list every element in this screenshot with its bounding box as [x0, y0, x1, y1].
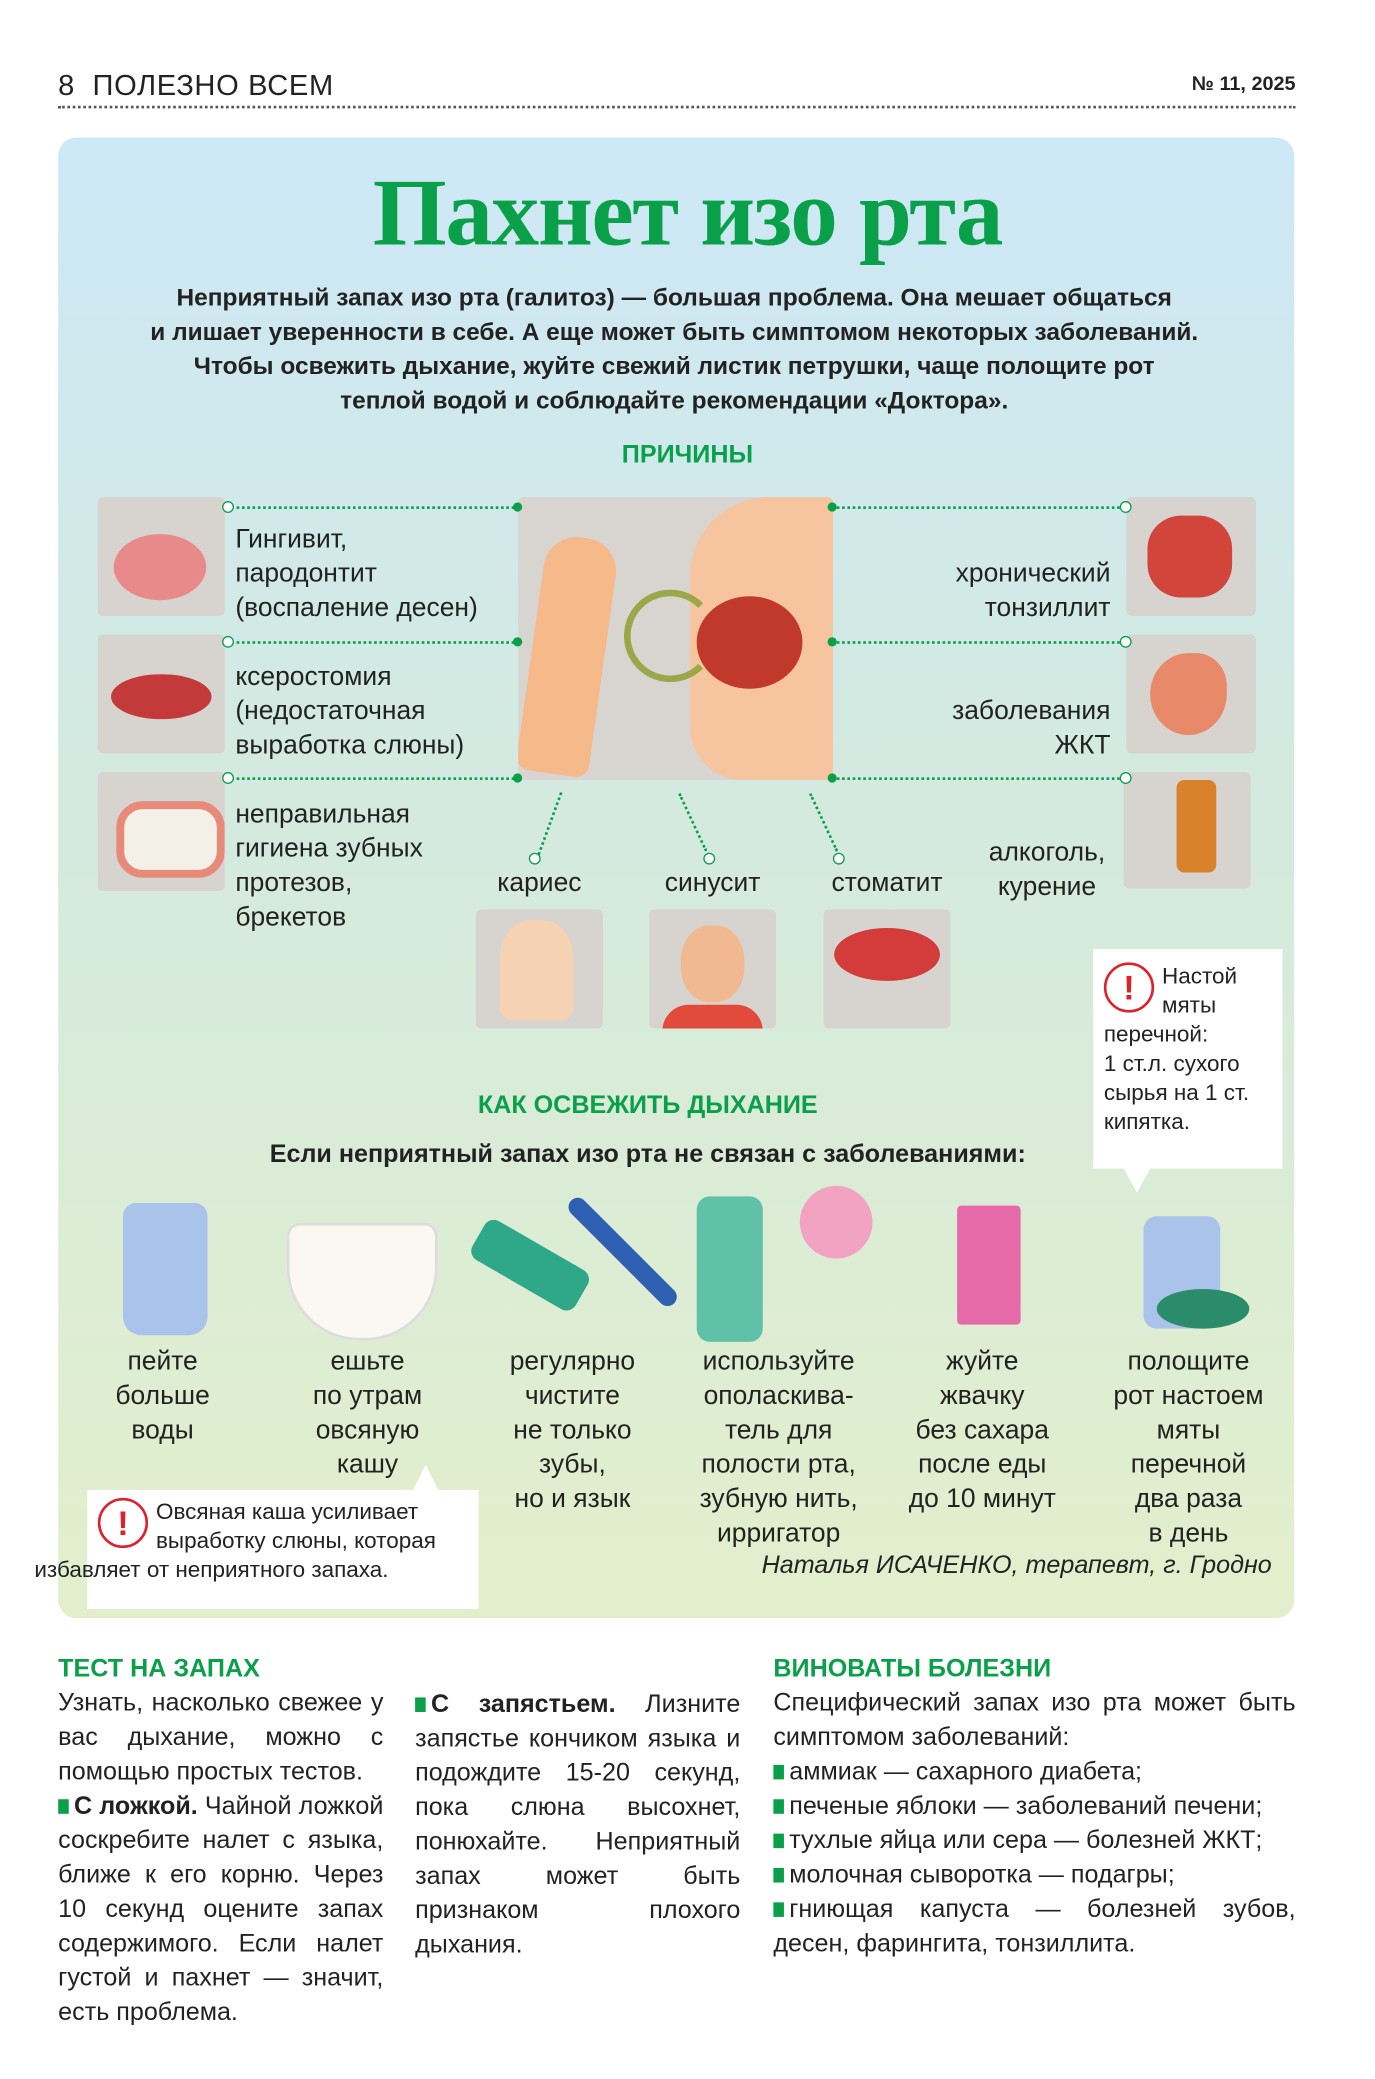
cause-caries: кариес — [497, 868, 582, 898]
mint-leaves-icon — [1156, 1288, 1250, 1329]
intro-line: и лишает уверенности в себе. А еще может… — [150, 317, 1199, 346]
article-title: Пахнет изо рта — [372, 159, 1004, 266]
exclamation-icon: ! — [97, 1497, 149, 1549]
stomach-icon — [1126, 634, 1256, 754]
smell-test-intro: Узнать, насколько свежее у вас дыхание, … — [58, 1689, 384, 1787]
sick-man-icon — [649, 909, 777, 1029]
cause-gingivitis: Гингивит,пародонтит(воспаление десен) — [235, 524, 478, 623]
disease-item: гниющая капуста — болезней зубов, десен,… — [773, 1895, 1296, 1958]
mouthwash-floss-icon — [696, 1196, 763, 1342]
intro-line: Неприятный запах изо рта (галитоз) — бол… — [176, 282, 1172, 311]
disease-item: аммиак — сахарного диабета; — [773, 1756, 1295, 1790]
spoon-test: С ложкой. Чайной ложкой соскребите налет… — [58, 1792, 384, 2027]
disease-item: тухлые яйца или сера — болезней ЖКТ; — [773, 1824, 1295, 1858]
decayed-tooth-icon — [475, 909, 603, 1029]
header-divider — [58, 105, 1296, 109]
chewing-gum-icon — [957, 1205, 1021, 1325]
water-glass-icon — [122, 1203, 208, 1336]
alcohol-cigarette-icon — [1123, 772, 1251, 889]
inflamed-gums-icon — [97, 497, 225, 617]
section-title: ПОЛЕЗНО ВСЕМ — [92, 68, 334, 102]
causes-heading: ПРИЧИНЫ — [621, 441, 754, 470]
toothbrush-toothpaste-icon — [467, 1190, 683, 1335]
wrist-test: С запястьем. Лизните запястье кончиком я… — [415, 1690, 741, 1960]
exclamation-icon: ! — [1103, 962, 1155, 1013]
infographic-panel — [58, 137, 1295, 1619]
intro-text: Неприятный запах изо рта (галитоз) — бол… — [79, 280, 1269, 417]
dry-lips-icon — [97, 634, 225, 754]
diseases-intro: Специфический запах изо рта может быть с… — [773, 1689, 1296, 1752]
column-wrist-test: С запястьем. Лизните запястье кончиком я… — [415, 1619, 740, 1963]
smell-test-heading: ТЕСТ НА ЗАПАХ — [58, 1655, 260, 1683]
tonsils-icon — [1126, 497, 1256, 617]
dentures-icon — [97, 772, 225, 892]
intro-line: теплой водой и соблюдайте рекомендации «… — [340, 386, 1009, 414]
freshen-heading: КАК ОСВЕЖИТЬ ДЫХАНИЕ — [477, 1091, 818, 1120]
diseases-heading: ВИНОВАТЫ БОЛЕЗНИ — [773, 1655, 1052, 1683]
cause-stomatitis: стоматит — [831, 868, 943, 898]
page-header: 8 ПОЛЕЗНО ВСЕМ — [58, 69, 334, 103]
bad-breath-face-icon — [518, 497, 833, 780]
intro-line: Чтобы освежить дыхание, жуйте свежий лис… — [193, 351, 1155, 380]
author-credit: Наталья ИСАЧЕНКО, терапевт, г. Гродно — [761, 1552, 1272, 1580]
floss-icon — [799, 1185, 873, 1259]
oatmeal-bowl-icon — [286, 1222, 438, 1341]
disease-item: молочная сыворотка — подагры; — [773, 1859, 1295, 1893]
column-smell-test: ТЕСТ НА ЗАПАХ Узнать, насколько свежее у… — [58, 1653, 383, 2031]
column-diseases: ВИНОВАТЫ БОЛЕЗНИ Специфический запах изо… — [773, 1653, 1296, 1962]
issue-number: № 11, 2025 — [1191, 72, 1296, 96]
mouth-ulcer-icon — [823, 909, 951, 1029]
cause-alcohol-smoking: алкоголь,курение — [988, 838, 1106, 902]
freshen-subheading: Если неприятный запах изо рта не связан … — [269, 1140, 1026, 1169]
page-number: 8 — [58, 68, 76, 102]
disease-item: печеные яблоки — заболеваний печени; — [773, 1790, 1295, 1824]
cause-sinusitis: синусит — [664, 868, 761, 898]
